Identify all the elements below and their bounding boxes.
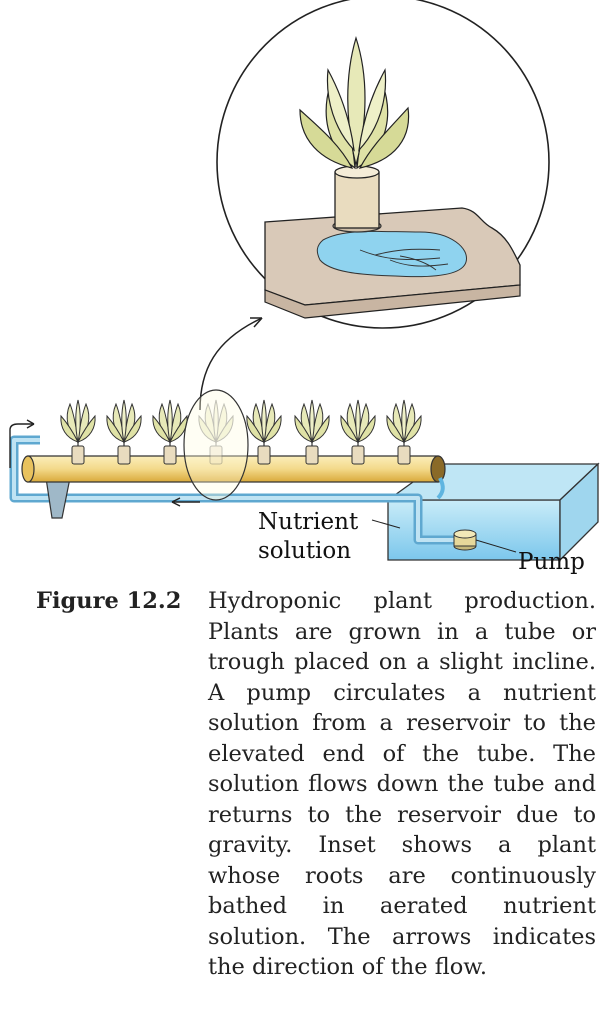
inset-pot [334, 171, 380, 229]
inset-nutrient-pool [316, 230, 467, 278]
label-pump: Pump [518, 549, 585, 575]
plant-5 [246, 399, 282, 465]
outflow-stream [436, 477, 445, 500]
inset-plant-leaves [299, 35, 410, 170]
caption-text: Hydroponic plant production. Plants are … [208, 588, 596, 980]
pump-pointer [475, 539, 517, 553]
tube-support [45, 477, 71, 519]
plant-2 [106, 399, 142, 465]
trough-tube [21, 455, 446, 483]
nutrient-pointer [371, 519, 401, 529]
inset-view [216, 0, 550, 329]
highlight-ellipse [183, 389, 249, 501]
pump [453, 529, 477, 551]
plant-8 [386, 399, 422, 465]
plant-3 [152, 399, 188, 465]
label-nutrient-line1: Nutrient [258, 509, 359, 535]
figure-caption: Figure 12.2 Hydroponic plant production.… [36, 586, 596, 983]
inset-roots [359, 248, 449, 271]
figure-number: Figure 12.2 [36, 588, 182, 614]
plant-6 [294, 399, 330, 465]
plant-1 [60, 399, 96, 465]
plant-7 [340, 399, 376, 465]
flow-arrows [9, 419, 200, 507]
inset-base-edge [264, 284, 521, 319]
hydroponics-diagram [9, 0, 600, 562]
label-nutrient-line2: solution [258, 538, 352, 564]
